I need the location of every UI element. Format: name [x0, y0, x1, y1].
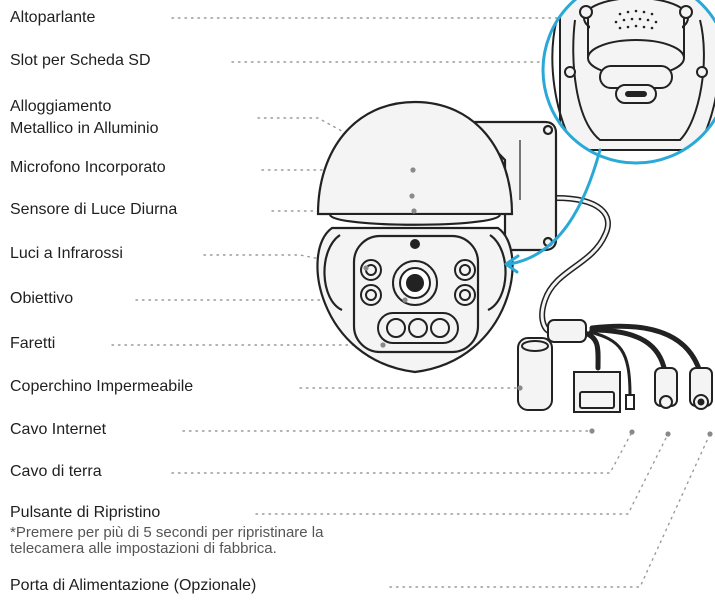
power-cable	[589, 323, 703, 375]
ground-wire	[588, 330, 632, 397]
cables	[539, 195, 703, 397]
label-housing-line1: Alloggiamento	[10, 98, 112, 115]
leader-housing	[257, 117, 414, 171]
spotlight-2	[408, 318, 428, 338]
label-reset-button: Pulsante di Ripristino	[10, 504, 161, 521]
spotlight-3	[430, 318, 450, 338]
internet-cable	[582, 330, 601, 371]
callout-arrow	[504, 148, 602, 274]
spotlight-1	[386, 318, 406, 338]
waterproof-cap	[517, 337, 553, 411]
camera-face	[360, 239, 476, 344]
label-housing-line2: Metallico in Alluminio	[10, 120, 159, 137]
daylight-sensor	[410, 239, 420, 249]
inset-circle	[541, 0, 715, 165]
dome-top	[316, 100, 514, 216]
reset-note: *Premere per più di 5 secondi per ripris…	[10, 524, 324, 557]
connectors	[517, 319, 713, 413]
leader-power	[389, 433, 711, 588]
reset-cable	[589, 327, 668, 375]
speaker-grille	[614, 9, 658, 30]
ground-terminal	[625, 394, 635, 410]
label-ground-cable: Cavo di terra	[10, 463, 102, 480]
leader-reset	[255, 433, 669, 515]
label-sd-slot: Slot per Scheda SD	[10, 52, 151, 69]
label-spotlights: Faretti	[10, 335, 56, 352]
label-infrared-lights: Luci a Infrarossi	[10, 245, 123, 262]
label-daylight-sensor: Sensore di Luce Diurna	[10, 201, 178, 218]
cable-junction	[547, 319, 587, 343]
label-microphone: Microfono Incorporato	[10, 159, 166, 176]
leader-lines	[111, 17, 711, 588]
leader-ground-cable	[171, 431, 633, 474]
label-power-port: Porta di Alimentazione (Opzionale)	[10, 577, 257, 594]
label-internet-cable: Cavo Internet	[10, 421, 107, 438]
label-waterproof-cap: Coperchino Impermeabile	[10, 378, 194, 395]
speaker-detail-inset	[541, 0, 715, 165]
label-speaker: Altoparlante	[10, 9, 96, 26]
label-lens: Obiettivo	[10, 290, 74, 307]
leader-infrared	[203, 254, 367, 269]
